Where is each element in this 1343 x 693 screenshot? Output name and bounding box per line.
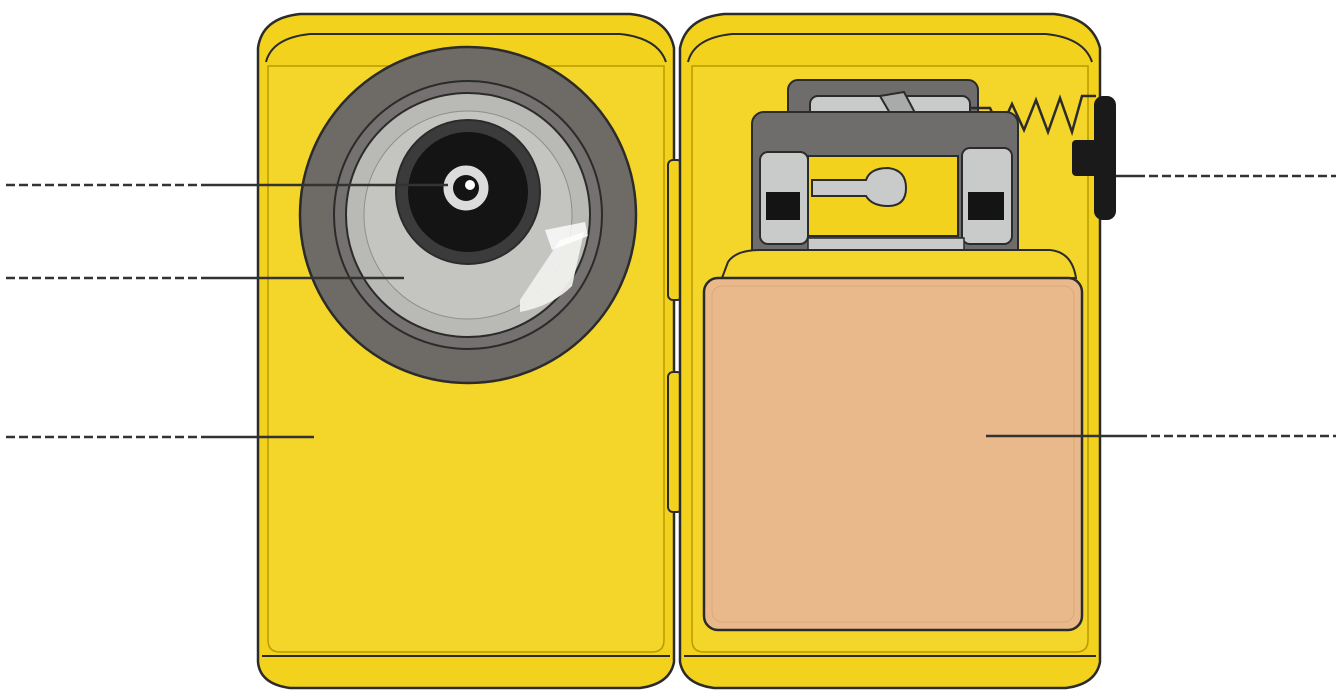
bulb-spark bbox=[465, 180, 475, 190]
battery-body bbox=[704, 278, 1082, 630]
bulb bbox=[396, 120, 540, 264]
mechanism-bottom-bar bbox=[808, 238, 964, 250]
switch-nub bbox=[1072, 140, 1098, 176]
battery-cap bbox=[722, 250, 1076, 278]
battery bbox=[704, 250, 1082, 630]
clip-right-slot bbox=[968, 192, 1004, 220]
clip-left-slot bbox=[766, 192, 800, 220]
